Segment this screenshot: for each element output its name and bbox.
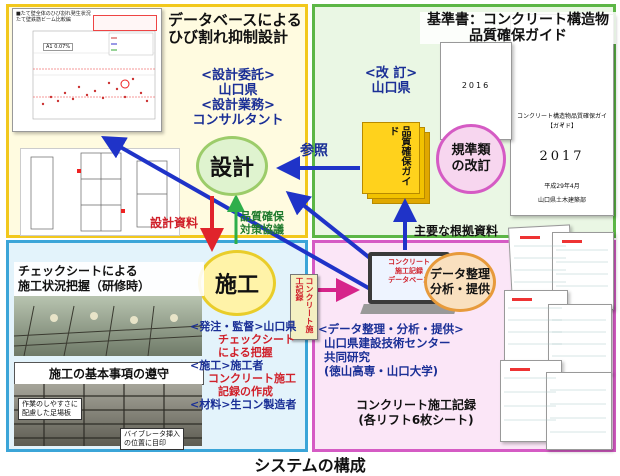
revision-label: <改 訂> [364, 66, 418, 81]
role-record-line1: コンクリート施工 [208, 372, 296, 385]
design-title-line1: データベースによる [168, 11, 302, 29]
database-label: コンクリート 施工記録 データベース [388, 258, 430, 284]
checksheet-title-line1: チェックシートによる [18, 264, 138, 278]
role-material: <材料>生コン製造者 [190, 398, 297, 411]
site-photo [14, 296, 202, 356]
analysis-role: <データ整理・分析・提供> [318, 322, 464, 336]
design-role-client: <設計委託> [201, 68, 275, 83]
cross-arrow-3 [101, 136, 373, 292]
guide-stack-label: 品質確保ガイド [387, 126, 410, 186]
booklet-date: 平成29年4月 [544, 183, 580, 190]
qa-label: 品質確保 対策協議 [240, 210, 284, 236]
role-checksheet-line2: による把握 [218, 346, 273, 359]
role-builder: <施工>施工者 [190, 359, 264, 372]
scaffold-note: 作業のしやすさに 配慮した足場板 [18, 398, 82, 420]
construction-record-tab-label: コンクリート施工記録 [295, 277, 314, 333]
vibrator-note-line2: の位置に目印 [124, 439, 166, 447]
analysis-org-block: <データ整理・分析・提供> 山口県建設技術センター 共同研究 (徳山高専・山口大… [318, 322, 508, 378]
role-record-line2: 記録の作成 [218, 385, 273, 398]
chart-red-note [93, 15, 157, 31]
vibrator-note-line1: バイブレータ挿入 [124, 430, 180, 438]
construction-roles: <発注・監督>山口県 チェックシート による把握 <施工>施工者 コンクリート施… [190, 320, 310, 411]
basic-rules-label: 施工の基本事項の遵守 [14, 362, 204, 385]
data-circle-line2: 分析・提供 [429, 282, 490, 296]
analysis-joint: 共同研究 [324, 350, 370, 364]
construction-circle-label: 施工 [214, 273, 259, 298]
booklet-title: コンクリート構造物品質確保ガイド [516, 113, 607, 129]
design-title-line2: ひび割れ抑制設計 [168, 28, 289, 46]
role-checksheet-line1: チェックシート [218, 333, 295, 346]
design-data-label: 設計資料 [150, 216, 199, 230]
design-circle-label: 設計 [209, 156, 254, 181]
back-document-year: 2016 [461, 81, 491, 90]
revision-circle: 規準類 の改訂 [436, 124, 506, 194]
standard-document: 【ガイド】 コンクリート構造物品質確保ガイド 2017 平成29年4月 山口県土… [510, 14, 614, 216]
design-quadrant-title: データベースによる ひび割れ抑制設計 [168, 12, 308, 46]
scaffold-note-line1: 作業のしやすさに [22, 400, 78, 408]
standard-title: 基準書：コンクリート構造物 品質確保ガイド [420, 12, 616, 44]
role-order: <発注・監督>山口県 [190, 320, 297, 333]
design-role-consultant-name: コンサルタント [192, 113, 284, 128]
vibrator-note: バイブレータ挿入 の位置に目印 [120, 428, 184, 450]
crack-chart-inset: ■たて壁全体のひび割れ発生状況 たて壁鉄筋ビーム比較編 A1 0.07% [12, 8, 162, 132]
qa-label-line2: 対策協議 [240, 223, 284, 236]
records-caption: コンクリート施工記録 (各リフト6枚シート) [336, 398, 496, 428]
chart-value-label: A1 0.07% [43, 43, 74, 51]
records-caption-line1: コンクリート施工記録 [355, 398, 476, 412]
checksheet-title: チェックシートによる 施工状況把握（研修時） [14, 262, 204, 296]
guide-stack: 品質確保ガイド [362, 122, 432, 204]
chart-inset-title: ■たて壁全体のひび割れ発生状況 たて壁鉄筋ビーム比較編 [16, 11, 91, 23]
revision-block: <改 訂> 山口県 [356, 66, 426, 96]
qa-label-line1: 品質確保 [240, 210, 284, 223]
construction-record-tab: コンクリート施工記録 [290, 274, 318, 340]
structure-drawing-lines [30, 152, 168, 232]
revision-org: 山口県 [371, 81, 411, 96]
diagram-caption: システムの構成 [254, 456, 366, 475]
main-evidence-label: 主要な根拠資料 [414, 224, 499, 238]
design-roles: <設計委託> 山口県 <設計業務> コンサルタント [170, 68, 306, 128]
crack-chart-plot [32, 30, 156, 120]
booklet-subtitle: 【ガイド】 [546, 123, 577, 130]
checksheet-title-line2: 施工状況把握（研修時） [18, 279, 151, 293]
standard-title-line1: 基準書：コンクリート構造物 [427, 12, 609, 28]
data-analysis-circle: データ整理 分析・提供 [424, 252, 496, 312]
booklet-org: 山口県土木建築部 [537, 197, 586, 204]
data-circle-line1: データ整理 [429, 267, 490, 281]
reference-label: 参照 [300, 143, 328, 159]
record-sheet-6 [546, 372, 612, 450]
records-caption-line2: (各リフト6枚シート) [358, 413, 474, 427]
revision-circle-label: 規準類 の改訂 [451, 143, 491, 174]
analysis-univ: (徳山高専・山口大学) [324, 364, 439, 378]
design-role-client-name: 山口県 [218, 83, 258, 98]
construction-circle: 施工 [198, 250, 276, 316]
scaffold-note-line2: 配慮した足場板 [22, 409, 71, 417]
structure-drawing [20, 148, 180, 236]
design-circle: 設計 [196, 136, 268, 196]
standard-title-line2: 品質確保ガイド [469, 28, 567, 44]
booklet-year: 2017 [539, 149, 585, 164]
design-role-consultant: <設計業務> [201, 98, 275, 113]
analysis-center: 山口県建設技術センター [324, 336, 451, 350]
